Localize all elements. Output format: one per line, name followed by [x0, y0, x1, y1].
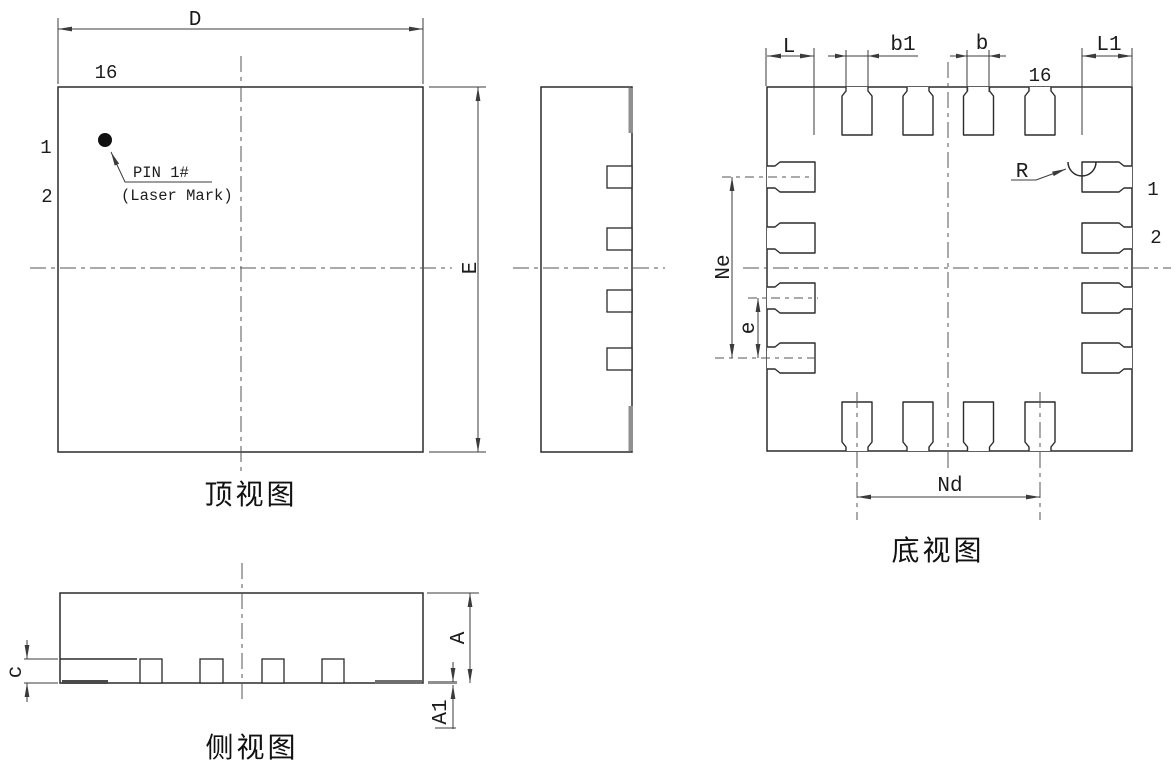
dim-a1-label: A1: [430, 699, 453, 724]
dim-b-arrow-left: [956, 53, 967, 59]
pad-bottom-3: [962, 401, 995, 451]
seating-plane-bar: [428, 681, 457, 684]
top-view: D E PIN 1# (Laser Mark) 16 1 2 顶视图: [30, 9, 486, 511]
pad-left-2: [767, 222, 816, 254]
front-view-top-terminal-bar: [628, 88, 633, 133]
bottom-view-body-outline: [766, 86, 1133, 452]
top-view-pin16-number: 16: [95, 62, 118, 84]
pad-bottom-2: [902, 401, 934, 451]
front-view-lead-2: [606, 227, 633, 251]
pin1-dot: [98, 133, 112, 147]
bottom-view-pin1-number: 1: [1147, 179, 1158, 201]
pad-right-1: [1081, 161, 1132, 193]
bottom-view-caption: 底视图: [891, 534, 984, 567]
dim-a-label: A: [448, 631, 471, 644]
front-view-lead-3: [606, 289, 633, 313]
pad-right-3: [1081, 282, 1132, 314]
bottom-view-pin2-number: 2: [1150, 227, 1161, 249]
front-projection-view: [513, 86, 665, 453]
front-view-lead-1: [606, 165, 633, 189]
dim-r-label: R: [1016, 161, 1029, 184]
pad-top-1: [841, 87, 873, 136]
front-view-lead-4: [606, 347, 633, 371]
pin1-mark-label: PIN 1#: [133, 164, 189, 182]
dim-l1-label: L1: [1096, 34, 1121, 57]
dim-r-leader: [1035, 168, 1067, 181]
dim-c-label: c: [5, 666, 28, 679]
pad-right-4: [1081, 342, 1132, 374]
side-view-left-lead-foot-bar: [62, 680, 108, 684]
dim-d-label: D: [189, 9, 202, 32]
bottom-view-top-pads: [841, 87, 1056, 136]
side-view-lead-1: [139, 658, 163, 684]
side-view-lead-3: [261, 658, 285, 684]
front-view-bottom-terminal-bar: [628, 406, 633, 451]
dim-b1-arrow-left: [835, 53, 846, 59]
pad-right-2: [1081, 222, 1132, 254]
pad-top-4: [1024, 87, 1056, 136]
top-view-pin1-number: 1: [40, 137, 51, 159]
side-view-right-lead-foot-bar: [375, 680, 422, 684]
top-view-caption: 顶视图: [204, 478, 297, 511]
dim-nd-label: Nd: [937, 475, 962, 498]
bottom-view: R L b1 b L1 Ne e: [713, 33, 1171, 567]
top-view-pin2-number: 2: [41, 186, 52, 208]
dim-e-label: E: [460, 262, 483, 275]
front-view-body-outline: [540, 86, 633, 453]
dim-ne-label: Ne: [713, 254, 736, 279]
dim-b-label: b: [976, 33, 989, 56]
pin1-mark-sublabel: (Laser Mark): [121, 187, 233, 205]
bottom-view-pin16-number: 16: [1029, 65, 1052, 87]
dim-b1-label: b1: [890, 34, 915, 57]
side-view-caption: 侧视图: [205, 731, 298, 764]
pad-top-2: [902, 87, 934, 136]
dim-e-pitch-label: e: [738, 322, 761, 335]
pin1-leader-line: [110, 151, 212, 183]
pin1-radius-arc: [1067, 161, 1097, 177]
pad-top-3: [962, 87, 995, 136]
side-view: c A A1 侧视图: [5, 563, 479, 764]
side-view-lead-2: [199, 658, 224, 684]
dim-b1-arrow-right: [868, 53, 879, 59]
dim-l-label: L: [783, 36, 796, 59]
dim-b-arrow-right: [989, 53, 1000, 59]
side-view-lead-4: [321, 658, 345, 684]
pad-left-3: [767, 282, 816, 314]
